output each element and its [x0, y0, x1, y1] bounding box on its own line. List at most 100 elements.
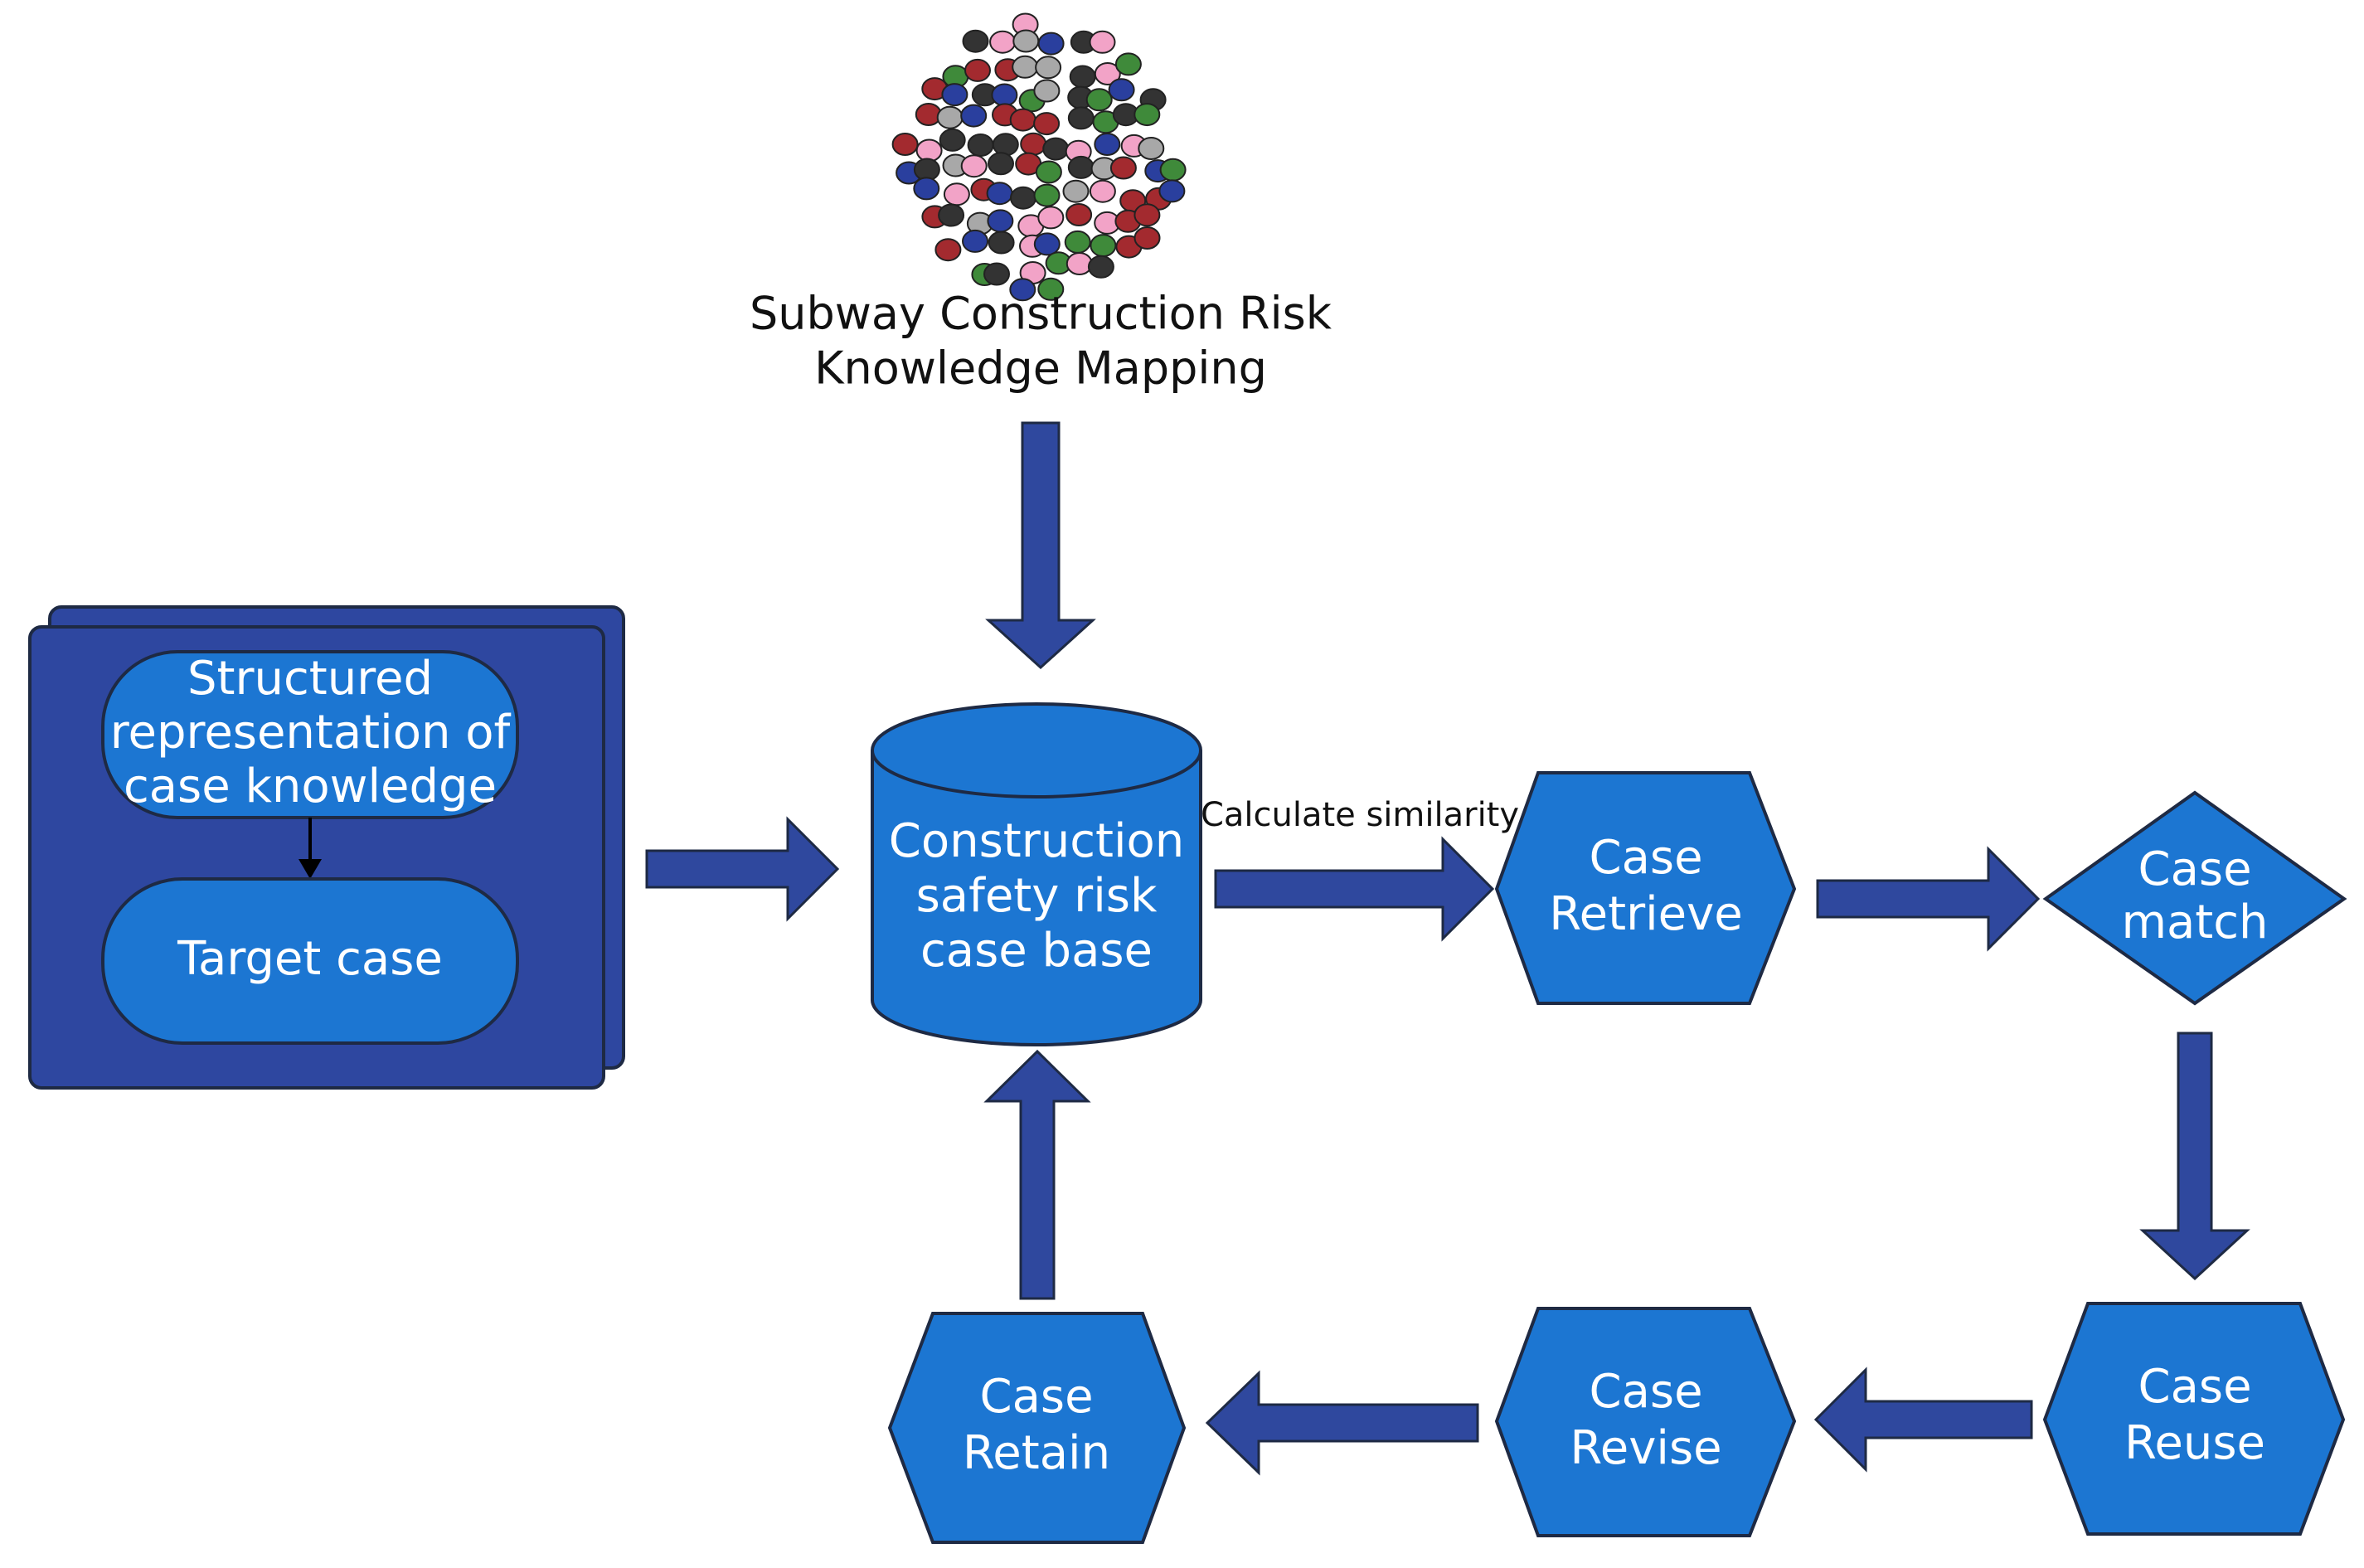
- graph-dot: [913, 177, 940, 201]
- graph-dot: [1012, 55, 1039, 79]
- arrow-casebase-to-retrieve: [1214, 836, 1495, 942]
- case-base-line1: Construction: [889, 814, 1185, 868]
- graph-dot: [1009, 108, 1036, 132]
- graph-dot: [1065, 252, 1093, 275]
- arrow-reuse-to-revise: [1813, 1367, 2033, 1473]
- graph-dot: [936, 105, 964, 129]
- graph-dot: [1062, 179, 1090, 203]
- graph-dot: [915, 138, 943, 163]
- case-base-cylinder: [871, 702, 1202, 1046]
- graph-dot: [1037, 32, 1065, 56]
- graph-dot: [991, 83, 1018, 107]
- graph-dot: [1133, 226, 1161, 250]
- graph-dot: [1033, 232, 1061, 256]
- graph-dot: [1067, 106, 1095, 130]
- graph-dot: [1087, 255, 1114, 279]
- case-base-line3: case base: [920, 924, 1153, 978]
- graph-dot: [960, 154, 988, 178]
- graph-dot: [1085, 88, 1113, 112]
- graph-dot: [1064, 230, 1091, 254]
- case-revise-node: [1494, 1307, 1797, 1537]
- graph-dot: [1159, 158, 1187, 182]
- graph-dot: [1067, 155, 1095, 179]
- graph-dot: [964, 58, 991, 82]
- graph-dot: [1108, 78, 1135, 102]
- case-match-node: [2042, 790, 2347, 1006]
- graph-dot: [1010, 186, 1036, 210]
- graph-dot: [939, 128, 966, 152]
- connector-arrowhead: [299, 859, 322, 879]
- target-case-node: [101, 877, 519, 1045]
- graph-dot: [943, 182, 970, 206]
- structured-line2: representation of: [110, 706, 512, 760]
- graph-dot: [1037, 277, 1065, 301]
- graph-dot: [983, 262, 1010, 286]
- graph-dot: [986, 182, 1013, 206]
- graph-dot: [1020, 132, 1047, 156]
- graph-dot: [1037, 206, 1065, 230]
- graph-dot: [1033, 112, 1061, 136]
- retrieve-line2: Retrieve: [1549, 887, 1742, 941]
- knowledge-graph-label-line2: Knowledge Mapping: [814, 342, 1267, 395]
- graph-dot: [988, 152, 1014, 176]
- arrow-panel-to-casebase: [645, 816, 840, 922]
- structured-line1: Structured: [187, 652, 433, 706]
- revise-line1: Case: [1589, 1365, 1702, 1419]
- graph-dot: [1035, 160, 1062, 184]
- match-line1: Case: [2138, 842, 2251, 896]
- graph-dot: [1009, 278, 1036, 302]
- graph-dot: [962, 229, 988, 253]
- graph-dot: [1035, 56, 1062, 80]
- graph-dot: [1065, 203, 1093, 226]
- case-reuse-node: [2042, 1302, 2346, 1536]
- arrow-match-to-reuse: [2139, 1032, 2250, 1281]
- revise-line2: Revise: [1570, 1421, 1721, 1475]
- case-base-line2: safety risk: [916, 869, 1158, 923]
- graph-dot: [988, 231, 1015, 255]
- graph-dot: [987, 209, 1014, 233]
- graph-dot: [934, 238, 962, 262]
- graph-dot: [960, 104, 988, 128]
- graph-dot: [1089, 179, 1116, 203]
- arrow-retrieve-to-match: [1816, 846, 2041, 952]
- graph-dot: [1033, 183, 1061, 207]
- arrow-retain-to-casebase: [983, 1049, 1091, 1300]
- match-line2: match: [2121, 896, 2268, 949]
- graph-dot: [1094, 62, 1121, 85]
- graph-dot: [1094, 133, 1121, 156]
- reuse-line2: Reuse: [2124, 1416, 2265, 1470]
- graph-dot: [1114, 52, 1142, 76]
- knowledge-graph-dot-cloud: [891, 12, 1187, 302]
- graph-dot: [989, 30, 1017, 54]
- graph-dot: [1158, 179, 1186, 203]
- graph-dot: [1012, 29, 1040, 53]
- graph-dot: [1033, 79, 1061, 103]
- graph-dot: [1089, 30, 1116, 54]
- graph-dot: [962, 29, 989, 53]
- structured-line3: case knowledge: [124, 760, 497, 813]
- retain-line2: Retain: [963, 1426, 1110, 1480]
- graph-dot: [1138, 137, 1165, 160]
- case-retrieve-node: [1494, 771, 1797, 1005]
- case-retain-node: [887, 1312, 1187, 1544]
- graph-dot: [941, 83, 968, 107]
- graph-dot: [1090, 234, 1117, 258]
- graph-dot: [1133, 103, 1161, 127]
- arrow-graph-to-casebase: [985, 421, 1096, 670]
- arrow-revise-to-retain: [1205, 1370, 1479, 1476]
- graph-dot: [967, 133, 994, 157]
- graph-dot: [1042, 137, 1070, 161]
- reuse-line1: Case: [2138, 1360, 2251, 1414]
- graph-dot: [1069, 65, 1096, 89]
- graph-dot: [938, 203, 965, 227]
- graph-dot: [1133, 203, 1161, 227]
- graph-dot: [992, 133, 1019, 157]
- target-case-label: Target case: [177, 932, 443, 986]
- knowledge-graph-label-line1: Subway Construction Risk: [750, 288, 1332, 340]
- graph-dot: [891, 133, 919, 156]
- retrieve-line1: Case: [1589, 831, 1702, 885]
- retain-line1: Case: [979, 1370, 1093, 1424]
- similarity-label: Calculate similarity: [1201, 796, 1519, 834]
- graph-dot: [1109, 156, 1137, 180]
